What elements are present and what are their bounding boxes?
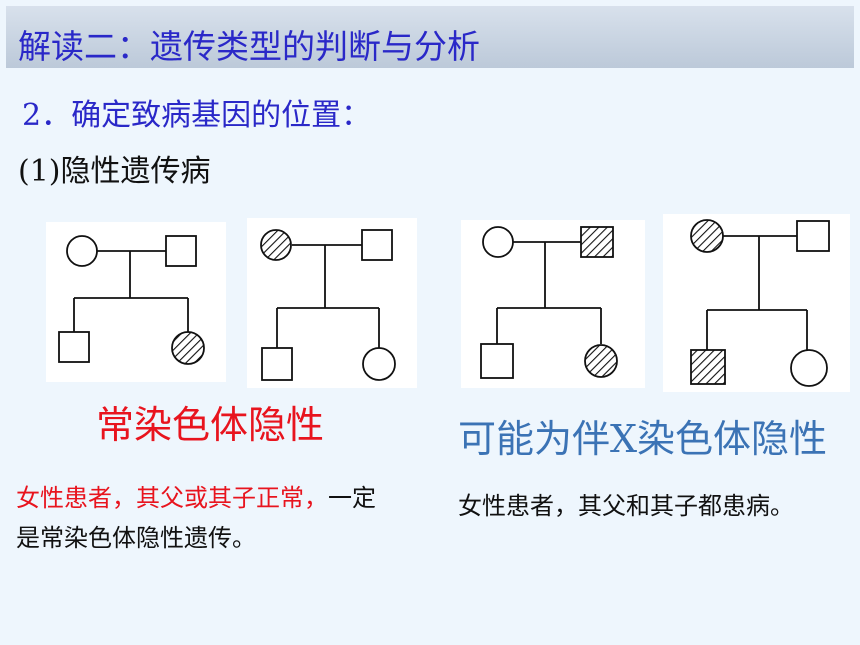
left-description-rest: 一定是常染色体隐性遗传。 — [16, 484, 376, 552]
pedigree-1-diagram — [58, 235, 205, 365]
unaffected-male — [165, 235, 197, 267]
subtitle: 2．确定致病基因的位置： — [22, 98, 372, 133]
unaffected-female — [66, 235, 98, 267]
unaffected-male — [480, 343, 514, 379]
affected-male — [690, 349, 726, 385]
slide-title: 解读二：遗传类型的判断与分析 — [18, 27, 480, 66]
left-description: 女性患者，其父或其子正常，一定是常染色体隐性遗传。 — [16, 478, 396, 558]
pedigree-3 — [461, 220, 645, 388]
title-bar: 解读二：遗传类型的判断与分析 — [6, 6, 854, 68]
affected-female — [690, 219, 724, 253]
affected-female — [171, 331, 205, 365]
section-heading: (1)隐性遗传病 — [18, 154, 211, 189]
affected-female — [584, 344, 618, 378]
unaffected-female — [362, 347, 396, 381]
pedigree-4-diagram — [690, 219, 830, 387]
unaffected-male — [361, 229, 393, 261]
right-description: 女性患者，其父和其子都患病。 — [458, 492, 794, 520]
unaffected-female — [790, 349, 828, 387]
unaffected-female — [482, 226, 514, 258]
pedigree-4 — [663, 214, 850, 392]
pedigree-2 — [247, 218, 417, 388]
unaffected-male — [261, 347, 293, 381]
affected-male — [580, 226, 614, 258]
autosomal-recessive-label: 常染色体隐性 — [96, 403, 325, 447]
left-description-highlight: 女性患者，其父或其子正常， — [16, 484, 328, 512]
pedigree-2-diagram — [260, 229, 396, 381]
unaffected-male — [58, 331, 90, 363]
unaffected-male — [796, 220, 830, 252]
x-linked-recessive-label: 可能为伴X染色体隐性 — [458, 417, 828, 461]
pedigree-3-diagram — [480, 226, 618, 379]
affected-female — [260, 229, 292, 261]
pedigree-1 — [46, 222, 226, 382]
